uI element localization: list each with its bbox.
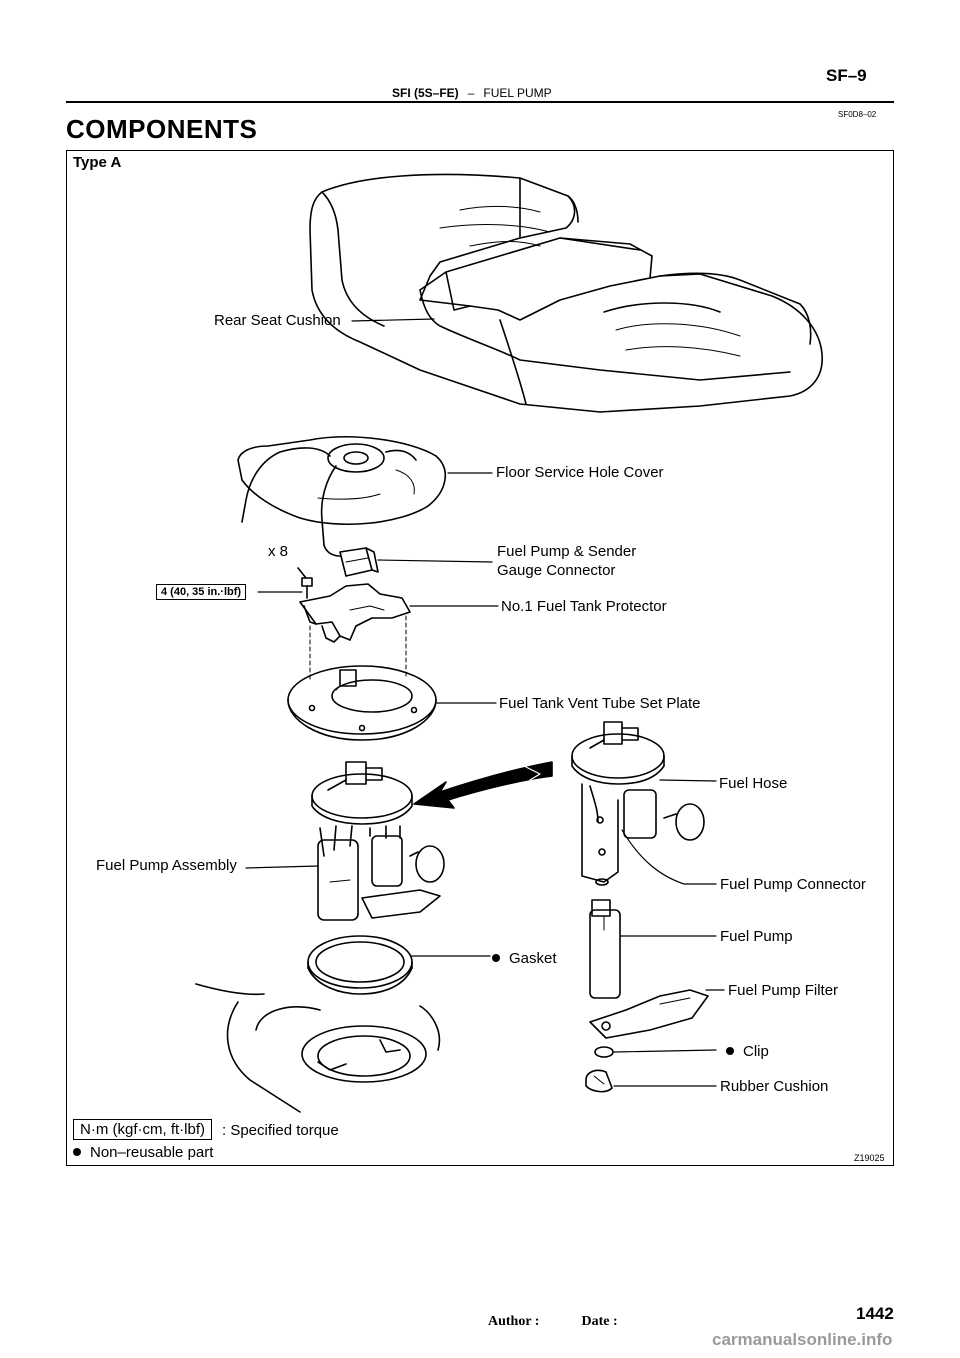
label-gasket: Gasket bbox=[492, 950, 557, 967]
clip-drawing bbox=[594, 1046, 614, 1058]
vent-tube-set-plate-drawing bbox=[287, 665, 437, 741]
fuel-pump-assembly-detail-drawing bbox=[571, 721, 705, 886]
non-reusable-bullet-icon bbox=[726, 1047, 734, 1055]
gasket-text: Gasket bbox=[509, 950, 557, 967]
subsection-name: FUEL PUMP bbox=[483, 86, 552, 100]
label-fuel-pump-connector: Fuel Pump Connector bbox=[720, 876, 866, 893]
torque-spec-box: 4 (40, 35 in.·lbf) bbox=[156, 584, 247, 600]
bolt-drawing bbox=[297, 567, 313, 599]
figure-code: Z19025 bbox=[854, 1153, 885, 1163]
legend-non-reusable: Non–reusable part bbox=[73, 1144, 213, 1161]
page-title: COMPONENTS bbox=[66, 114, 258, 144]
rubber-cushion-drawing bbox=[585, 1069, 613, 1093]
type-label: Type A bbox=[73, 154, 122, 171]
watermark: carmanualsonline.info bbox=[712, 1330, 893, 1349]
gasket-drawing bbox=[307, 935, 413, 995]
exploded-view-arrow bbox=[413, 761, 553, 809]
author-label: Author : bbox=[488, 1314, 540, 1329]
label-fuel-hose: Fuel Hose bbox=[719, 775, 788, 792]
tank-protector-drawing bbox=[299, 583, 411, 681]
doc-code: SF0D8–02 bbox=[838, 110, 877, 119]
separator: – bbox=[467, 86, 475, 100]
legend-non-reusable-text: Non–reusable part bbox=[90, 1144, 214, 1161]
footer-labels: Author : Date : bbox=[488, 1314, 618, 1330]
fuel-pump-filter-drawing bbox=[589, 989, 709, 1039]
fuel-pump-drawing bbox=[589, 899, 621, 999]
page-total: 1442 bbox=[856, 1304, 894, 1323]
non-reusable-bullet-icon bbox=[73, 1148, 81, 1156]
label-fuel-pump-filter: Fuel Pump Filter bbox=[728, 982, 839, 999]
label-connector-line2: Gauge Connector bbox=[497, 562, 616, 579]
clip-text: Clip bbox=[743, 1043, 769, 1060]
label-vent-tube-plate: Fuel Tank Vent Tube Set Plate bbox=[499, 695, 701, 712]
section-name: SFI (5S–FE) bbox=[392, 86, 459, 100]
running-head: SFI (5S–FE)–FUEL PUMP bbox=[392, 86, 552, 100]
legend-torque-unit: N·m (kgf·cm, ft·lbf) bbox=[73, 1119, 212, 1140]
label-fuel-pump: Fuel Pump bbox=[720, 928, 793, 945]
leader-lines bbox=[245, 318, 725, 1087]
sender-connector-drawing bbox=[323, 544, 379, 577]
header-rule bbox=[66, 101, 894, 103]
label-floor-service-hole-cover: Floor Service Hole Cover bbox=[496, 464, 664, 481]
rear-seat-cushion-drawing bbox=[309, 173, 823, 413]
figure-frame bbox=[66, 150, 894, 1166]
page-number: SF–9 bbox=[826, 66, 867, 85]
label-fuel-pump-assembly: Fuel Pump Assembly bbox=[96, 857, 237, 874]
label-rear-seat-cushion: Rear Seat Cushion bbox=[214, 312, 341, 329]
label-connector-line1: Fuel Pump & Sender bbox=[497, 543, 637, 560]
non-reusable-bullet-icon bbox=[492, 954, 500, 962]
fuel-pump-assembly-drawing bbox=[311, 761, 445, 921]
fuel-tank-floor-drawing bbox=[195, 983, 441, 1113]
label-rubber-cushion: Rubber Cushion bbox=[720, 1078, 829, 1095]
label-clip: Clip bbox=[726, 1043, 769, 1060]
label-tank-protector: No.1 Fuel Tank Protector bbox=[501, 598, 667, 615]
floor-service-hole-cover-drawing bbox=[237, 436, 446, 546]
legend-torque-text: : Specified torque bbox=[222, 1122, 339, 1139]
date-label: Date : bbox=[581, 1314, 618, 1329]
label-bolt-count: x 8 bbox=[268, 543, 289, 560]
